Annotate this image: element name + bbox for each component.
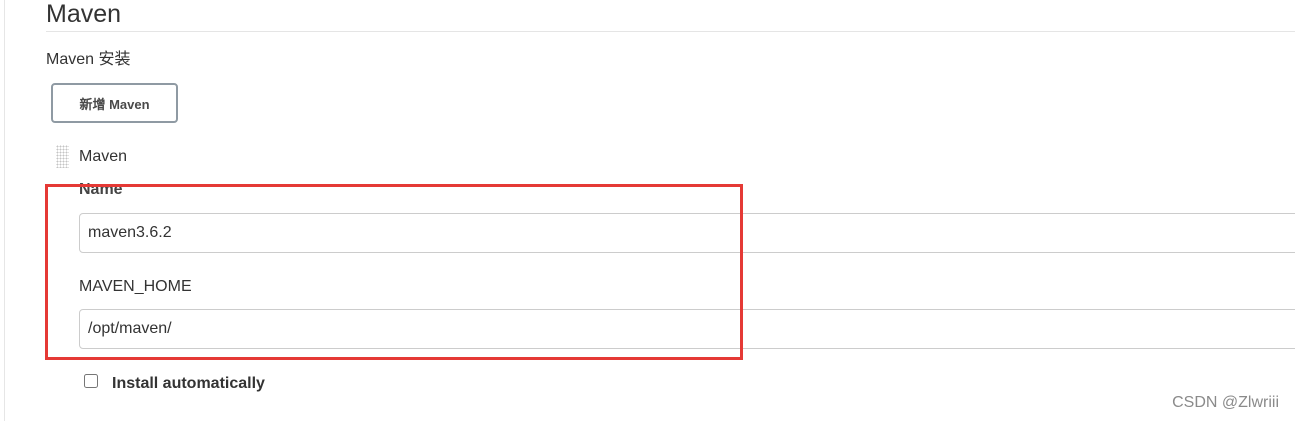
install-automatically-checkbox[interactable]	[84, 374, 98, 388]
installation-item-title: Maven	[79, 148, 128, 165]
section-divider	[46, 31, 1295, 32]
maven-home-input[interactable]	[79, 309, 1295, 349]
maven-installations-label: Maven 安装	[46, 51, 131, 68]
watermark-text: CSDN @Zlwriii	[1172, 394, 1279, 411]
name-input[interactable]	[79, 213, 1295, 253]
install-automatically-label[interactable]: Install automatically	[112, 375, 265, 392]
name-label: Name	[79, 181, 123, 198]
section-title: Maven	[46, 0, 122, 28]
left-border	[4, 0, 5, 421]
maven-home-label: MAVEN_HOME	[79, 278, 192, 295]
drag-handle-icon[interactable]	[56, 145, 69, 168]
add-maven-button[interactable]: 新增 Maven	[51, 83, 178, 123]
